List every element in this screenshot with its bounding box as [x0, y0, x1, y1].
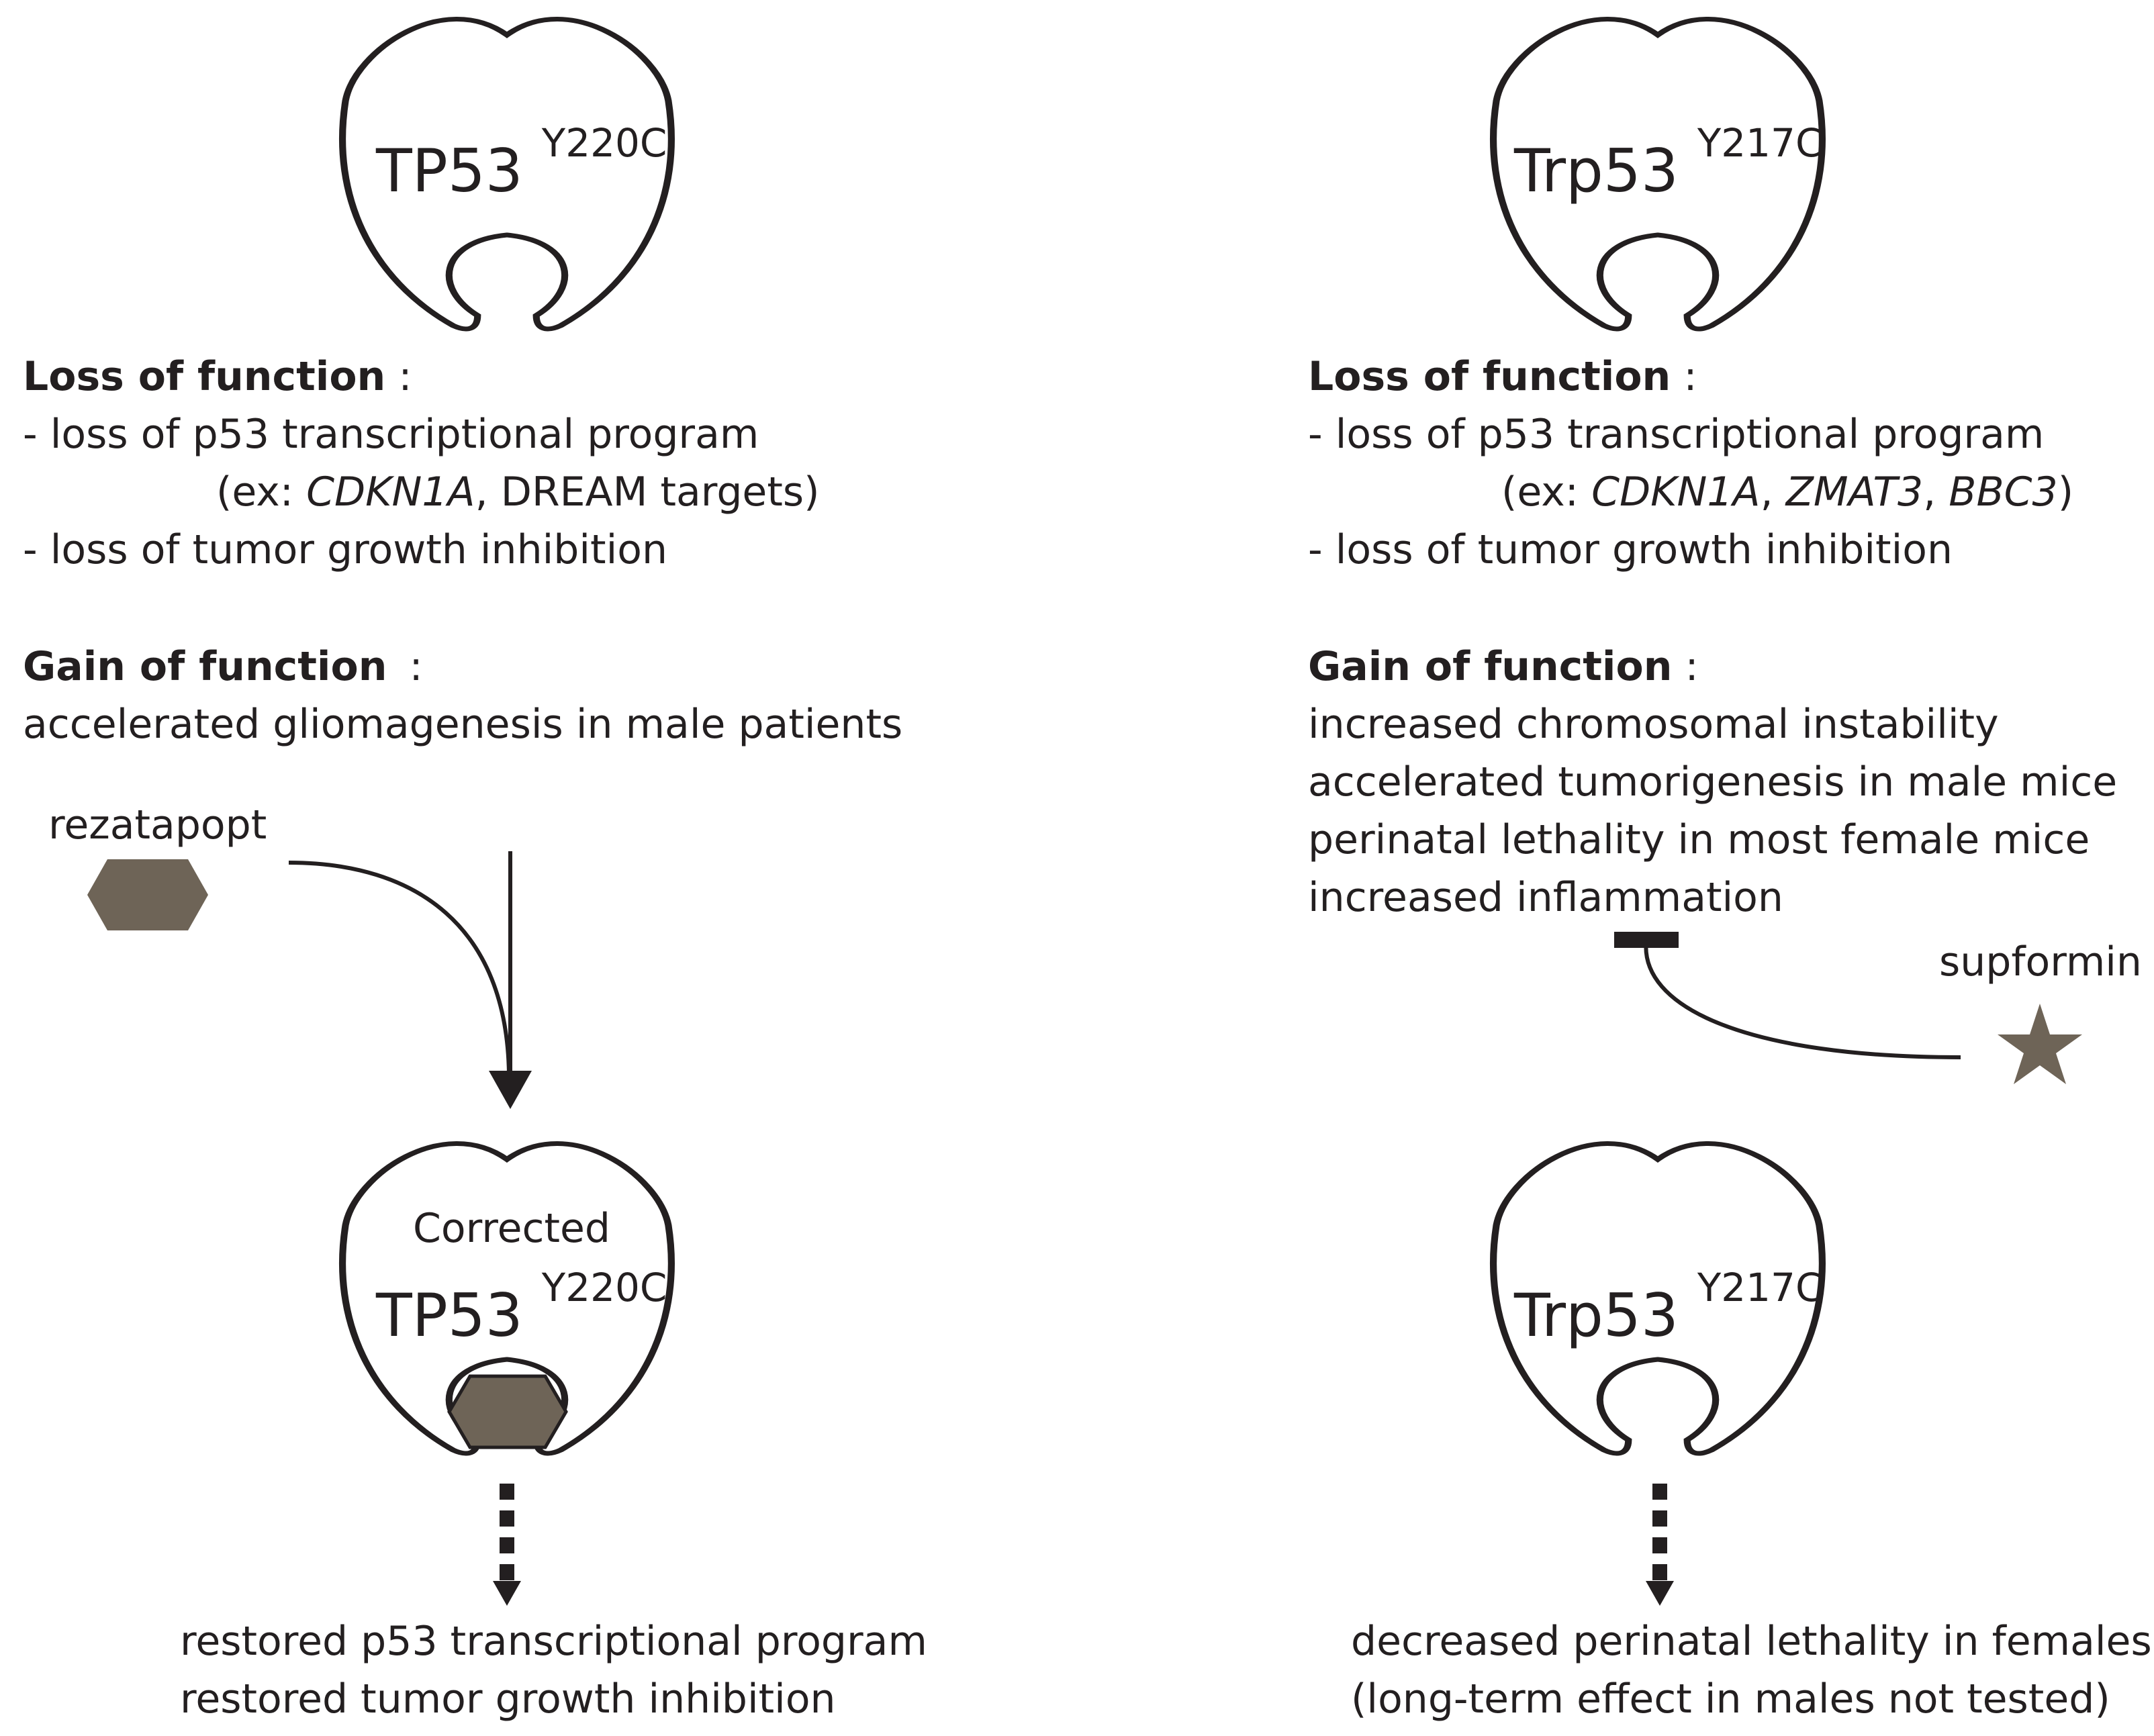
right-outcome-line-1: decreased perinatal lethality in females: [1351, 1618, 2152, 1665]
right-gain-item-1: increased chromosomal instability: [1308, 701, 1999, 748]
right-protein-bottom: Trp53 Y217C: [1493, 1143, 1822, 1453]
right-loss-heading: Loss of function: [1308, 353, 1671, 400]
right-gain-heading-line: Gain of function :: [1308, 638, 1699, 695]
svg-text:TP53 Y220C: TP53 Y220C: [375, 1265, 667, 1350]
left-protein-bottom-prefix: Corrected: [413, 1205, 610, 1252]
left-protein-top-superscript: Y220C: [541, 120, 667, 166]
left-protein-bottom: Corrected TP53 Y220C: [342, 1143, 671, 1453]
supformin-label: supformin: [1939, 938, 2142, 985]
right-protein-bottom-name: Trp53: [1513, 1281, 1679, 1350]
left-protein-top-name: TP53: [375, 136, 523, 205]
right-gain-colon: :: [1685, 643, 1699, 690]
left-loss-ex-gene: CDKN1A: [306, 469, 475, 516]
right-loss-ex-gene-2: ZMAT3: [1785, 469, 1924, 516]
rezatapopt-hexagon-icon: [87, 859, 208, 930]
left-loss-item-1: - loss of p53 transcriptional program: [23, 411, 759, 458]
left-outcome-line-1: restored p53 transcriptional program: [180, 1618, 927, 1665]
svg-text:Trp53 Y217C: Trp53 Y217C: [1513, 1265, 1822, 1350]
right-loss-ex-gene-1: CDKN1A: [1591, 469, 1761, 516]
left-loss-examples: (ex: CDKN1A, DREAM targets): [216, 463, 820, 521]
left-convergence-arrow: [288, 851, 532, 1109]
left-gain-colon: :: [409, 643, 423, 690]
left-loss-colon: :: [398, 353, 412, 400]
right-gain-item-4: increased inflammation: [1308, 874, 1783, 921]
left-protein-top: TP53 Y220C: [342, 19, 671, 329]
right-protein-bottom-superscript: Y217C: [1697, 1265, 1823, 1310]
svg-text:TP53 Y220C: TP53 Y220C: [375, 120, 667, 205]
supformin-star-icon: [1998, 1004, 2082, 1084]
right-loss-ex-open: (ex:: [1501, 469, 1592, 516]
right-loss-item-1: - loss of p53 transcriptional program: [1308, 411, 2045, 458]
right-loss-ex-close: ): [2057, 469, 2074, 516]
right-loss-ex-sep-1: ,: [1760, 469, 1786, 516]
left-gain-heading-line: Gain of function :: [23, 638, 423, 695]
right-protein-top-superscript: Y217C: [1697, 120, 1823, 166]
right-loss-colon: :: [1683, 353, 1697, 400]
right-loss-heading-line: Loss of function :: [1308, 348, 1697, 405]
rezatapopt-label: rezatapopt: [48, 802, 267, 849]
left-gain-heading: Gain of function: [23, 643, 387, 690]
right-gain-heading: Gain of function: [1308, 643, 1673, 690]
svg-text:Trp53 Y217C: Trp53 Y217C: [1513, 120, 1822, 205]
right-protein-top-name: Trp53: [1513, 136, 1679, 205]
docked-rezatapopt-hexagon-icon: [447, 1374, 568, 1449]
left-loss-ex-open: (ex:: [216, 469, 307, 516]
left-outcome-line-2: restored tumor growth inhibition: [180, 1676, 836, 1723]
left-loss-item-2: - loss of tumor growth inhibition: [23, 526, 667, 573]
right-loss-ex-gene-3: BBC3: [1949, 469, 2058, 516]
left-protein-bottom-name: TP53: [375, 1281, 523, 1350]
right-loss-examples: (ex: CDKN1A, ZMAT3, BBC3): [1501, 463, 2073, 521]
right-loss-item-2: - loss of tumor growth inhibition: [1308, 526, 1953, 573]
left-loss-ex-rest: , DREAM targets): [475, 469, 820, 516]
right-protein-top: Trp53 Y217C: [1493, 19, 1822, 329]
right-loss-ex-sep-2: ,: [1923, 469, 1949, 516]
right-inhibition-line: [1614, 932, 1961, 1059]
left-loss-heading: Loss of function: [23, 353, 386, 400]
left-dashed-arrow: [493, 1484, 521, 1606]
left-protein-bottom-superscript: Y220C: [541, 1265, 667, 1310]
left-gain-item-1: accelerated gliomagenesis in male patien…: [23, 701, 903, 748]
right-gain-item-3: perinatal lethality in most female mice: [1308, 816, 2090, 863]
right-dashed-arrow: [1646, 1484, 1674, 1606]
right-outcome-line-2: (long-term effect in males not tested): [1351, 1676, 2110, 1723]
left-loss-heading-line: Loss of function :: [23, 348, 412, 405]
right-gain-item-2: accelerated tumorigenesis in male mice: [1308, 759, 2118, 806]
